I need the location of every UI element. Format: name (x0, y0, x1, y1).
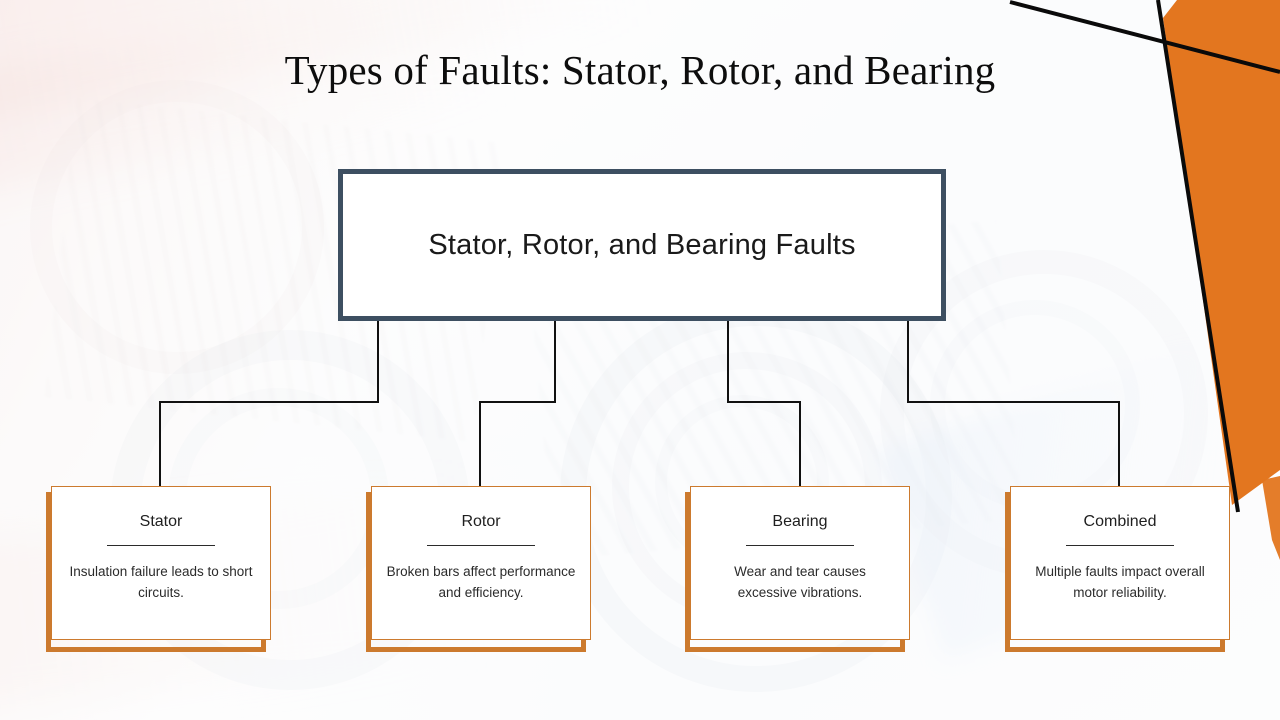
page-title: Types of Faults: Stator, Rotor, and Bear… (284, 47, 996, 93)
fault-card-combined[interactable]: Combined Multiple faults impact overall … (1005, 486, 1230, 652)
card-description: Broken bars affect performance and effic… (386, 564, 576, 600)
fault-card-stator[interactable]: Stator Insulation failure leads to short… (46, 486, 271, 652)
card-title: Combined (1083, 513, 1157, 530)
card-title: Bearing (772, 513, 828, 530)
card-divider (107, 545, 215, 546)
card-divider (427, 545, 535, 546)
root-node[interactable]: Stator, Rotor, and Bearing Faults (338, 169, 946, 321)
card-body[interactable]: Stator Insulation failure leads to short… (51, 486, 271, 640)
card-description: Insulation failure leads to short circui… (69, 564, 253, 600)
card-body[interactable]: Bearing Wear and tear causes excessive v… (690, 486, 910, 640)
root-node-label: Stator, Rotor, and Bearing Faults (428, 228, 856, 261)
card-divider (1066, 545, 1174, 546)
card-title: Rotor (461, 513, 501, 530)
fault-card-rotor[interactable]: Rotor Broken bars affect performance and… (366, 486, 591, 652)
card-title: Stator (139, 513, 183, 530)
card-divider (746, 545, 854, 546)
fault-card-bearing[interactable]: Bearing Wear and tear causes excessive v… (685, 486, 910, 652)
card-description: Wear and tear causes excessive vibration… (734, 564, 866, 600)
card-body[interactable]: Rotor Broken bars affect performance and… (371, 486, 591, 640)
card-description: Multiple faults impact overall motor rel… (1035, 564, 1205, 600)
card-body[interactable]: Combined Multiple faults impact overall … (1010, 486, 1230, 640)
